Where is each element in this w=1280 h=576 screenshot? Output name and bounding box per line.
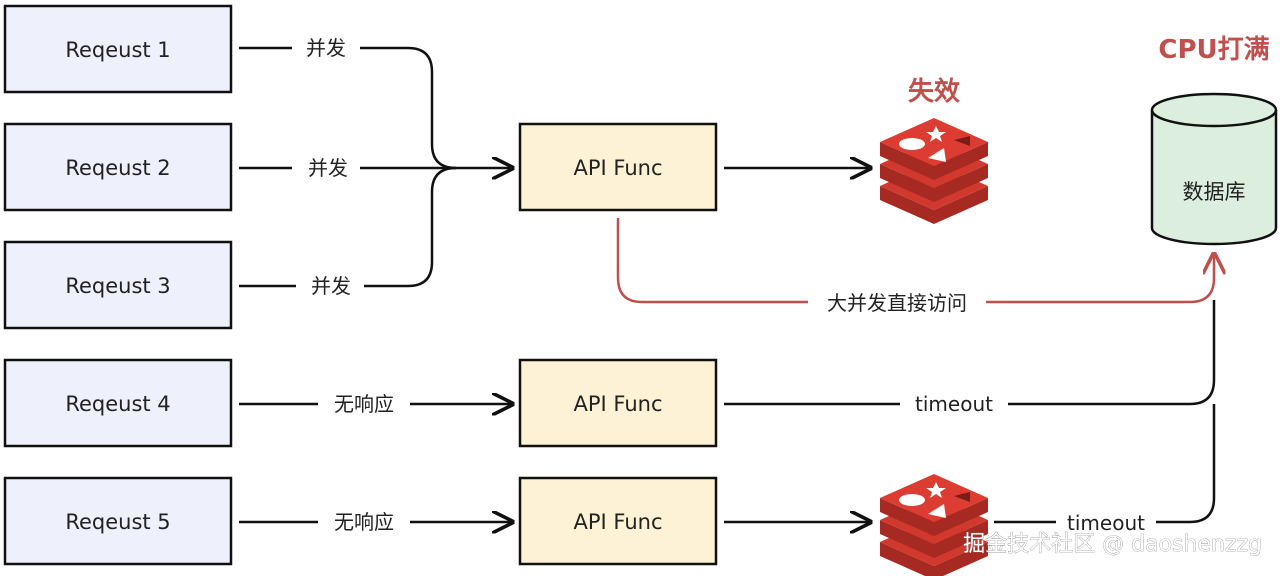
database-cpu-label: CPU打满 bbox=[1158, 35, 1269, 65]
edge-api1-database bbox=[616, 218, 1214, 304]
api-func-label-1: API Func bbox=[574, 156, 663, 180]
edge-label-r1: 并发 bbox=[306, 36, 346, 60]
cache-failed-label: 失效 bbox=[908, 76, 960, 107]
redis-icon bbox=[880, 118, 988, 224]
api-func-label-3: API Func bbox=[574, 510, 663, 534]
request-box-2: Reqeust 2 bbox=[3, 122, 233, 212]
api-func-box-1: API Func bbox=[518, 122, 718, 212]
edge-label-timeout-2: timeout bbox=[1067, 511, 1145, 535]
request-box-1: Reqeust 1 bbox=[3, 4, 233, 94]
request-label-2: Reqeust 2 bbox=[65, 156, 170, 180]
api-func-box-2: API Func bbox=[518, 358, 718, 448]
request-box-4: Reqeust 4 bbox=[3, 358, 233, 448]
request-label-1: Reqeust 1 bbox=[65, 38, 170, 62]
api-func-box-3: API Func bbox=[518, 476, 718, 566]
api-func-label-2: API Func bbox=[574, 392, 663, 416]
edge-label-bypass: 大并发直接访问 bbox=[827, 291, 967, 315]
request-label-4: Reqeust 4 bbox=[65, 392, 170, 416]
edge-r1 bbox=[239, 46, 457, 170]
edge-r3 bbox=[239, 166, 457, 288]
request-label-3: Reqeust 3 bbox=[65, 274, 170, 298]
request-label-5: Reqeust 5 bbox=[65, 510, 170, 534]
edge-label-r5: 无响应 bbox=[334, 510, 394, 534]
edge-label-r4: 无响应 bbox=[334, 392, 394, 416]
edge-label-r3: 并发 bbox=[311, 274, 351, 298]
watermark: 掘金技术社区 @ daoshenzzg bbox=[963, 532, 1262, 557]
edge-api2-database bbox=[724, 300, 1216, 406]
request-box-5: Reqeust 5 bbox=[3, 476, 233, 566]
database-label: 数据库 bbox=[1183, 180, 1246, 204]
edge-label-timeout-1: timeout bbox=[915, 392, 993, 416]
request-box-3: Reqeust 3 bbox=[3, 240, 233, 330]
redis-icon-2 bbox=[880, 474, 988, 576]
edge-cache2-database bbox=[994, 404, 1216, 524]
edge-label-r2: 并发 bbox=[308, 156, 348, 180]
database-cylinder: 数据库 bbox=[1150, 92, 1278, 246]
